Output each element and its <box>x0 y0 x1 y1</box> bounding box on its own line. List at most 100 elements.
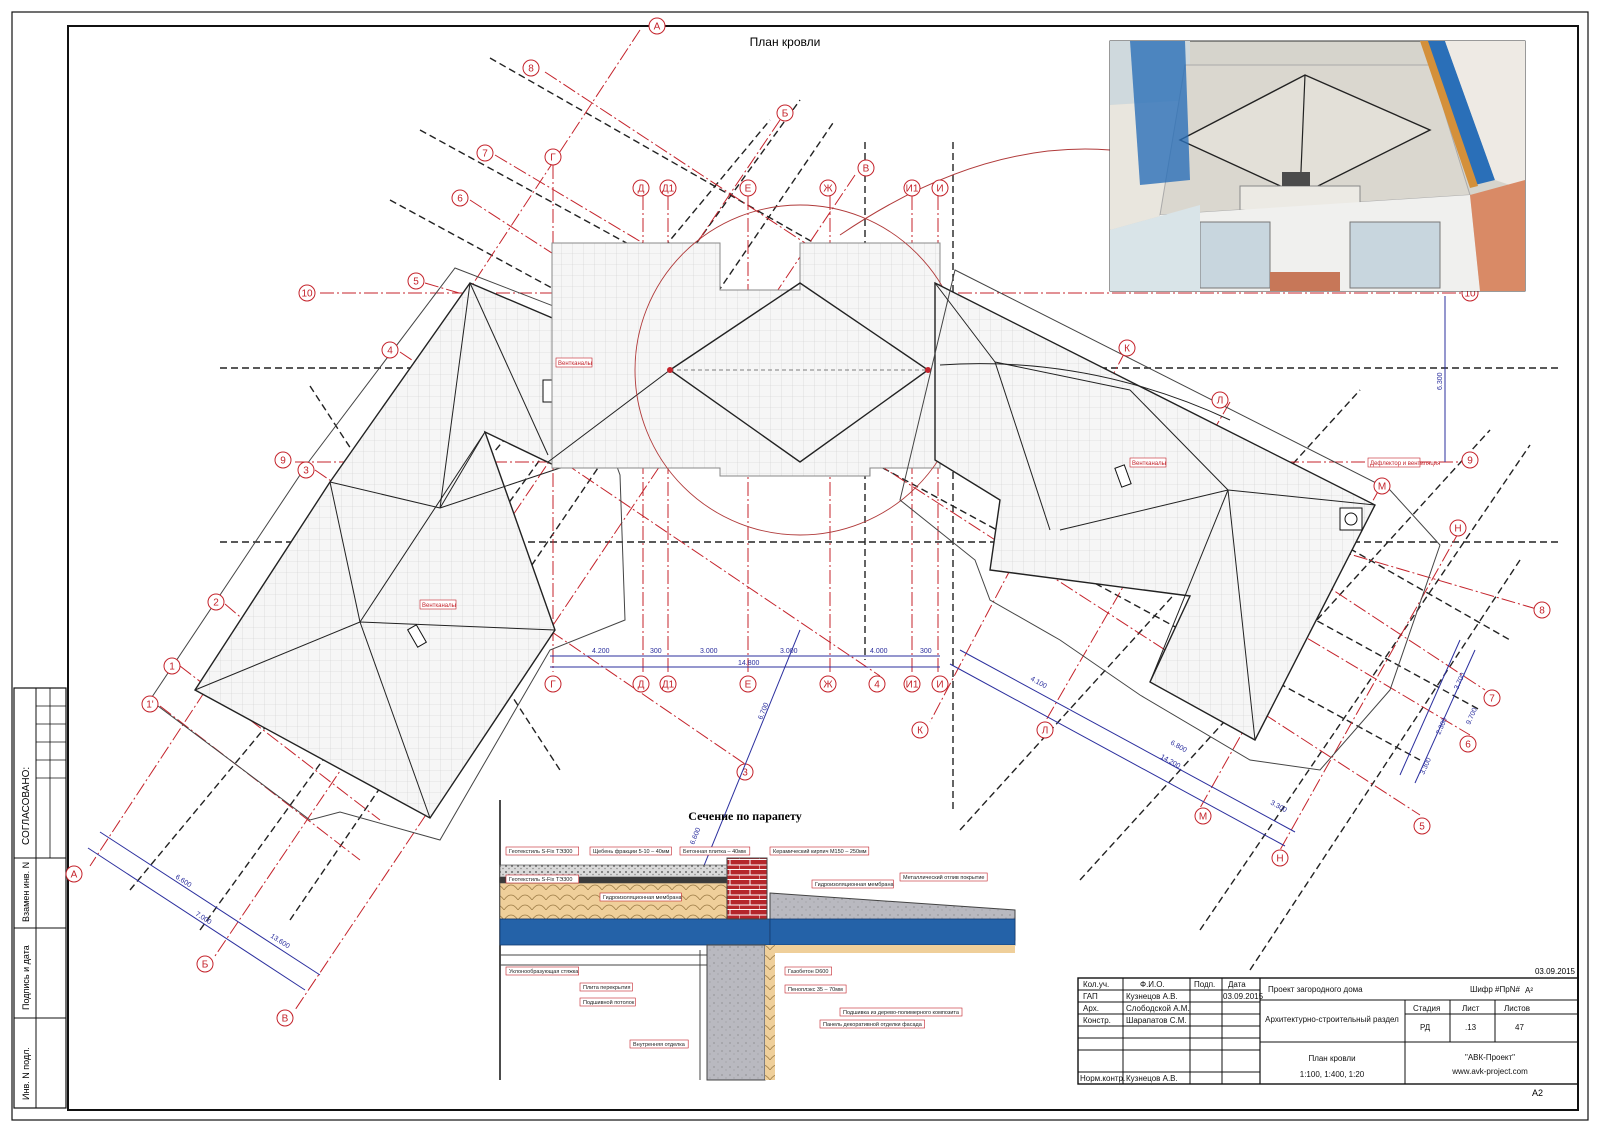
svg-text:Панель декоративной отделки фа: Панель декоративной отделки фасада <box>823 1021 923 1028</box>
drawing-frame <box>67 25 1579 1111</box>
dim-bottom-5: 300 <box>920 648 932 655</box>
vent-box-3 <box>1114 464 1132 488</box>
section-note-7: Гидроизоляционная мембрана <box>599 892 683 902</box>
tb-r5-name: Кузнецов А.В. <box>1126 1074 1178 1083</box>
svg-text:4: 4 <box>387 346 393 357</box>
svg-text:И: И <box>936 680 943 691</box>
axis-bubble-vertical_top-4: Д <box>632 179 650 197</box>
axis-bubble-vertical_bottom-3: Е <box>739 675 757 693</box>
title-block <box>1077 977 1579 1085</box>
svg-text:К: К <box>917 726 923 737</box>
vent-label-3: Вентканалы <box>1132 461 1166 467</box>
svg-text:Л: Л <box>1042 726 1049 737</box>
axis-bubble-left_diagonal-1: 7 <box>476 144 494 162</box>
svg-text:М: М <box>1199 812 1207 823</box>
axis-bubble-vertical_top-2: В <box>857 159 875 177</box>
render-inset <box>1109 40 1526 292</box>
roof-right-wing <box>899 269 1441 771</box>
svg-text:Е: Е <box>745 680 752 691</box>
svg-text:А: А <box>71 870 78 881</box>
svg-text:Г: Г <box>550 153 556 164</box>
dim-diag-mid: 6.700 <box>757 702 770 721</box>
axis-bubble-right_side-0: 8 <box>1533 601 1551 619</box>
svg-text:8: 8 <box>528 64 534 75</box>
axis-bubble-vertical_bottom-6: И <box>931 675 949 693</box>
tb-scale: 1:100, 1:400, 1:20 <box>1300 1070 1365 1079</box>
svg-text:7: 7 <box>1489 694 1495 705</box>
svg-text:Ж: Ж <box>823 680 833 691</box>
svg-text:И1: И1 <box>906 184 919 195</box>
axis-bubble-vertical_top-9: И <box>931 179 949 197</box>
axis-bubble-vertical_top-7: Ж <box>819 179 837 197</box>
svg-text:Д: Д <box>638 184 645 195</box>
svg-text:Внутренняя отделка: Внутренняя отделка <box>633 1042 686 1048</box>
dim-right-2: 3.300 <box>1269 800 1288 815</box>
svg-text:Керамический кирпич М150 – 250: Керамический кирпич М150 – 250мм <box>773 848 867 855</box>
tb-r0-date: 03.09.2015 <box>1223 992 1264 1001</box>
axis-bubble-left_diagonal-5: 3 <box>297 461 315 479</box>
svg-text:3: 3 <box>742 768 748 779</box>
tb-stage: РД <box>1420 1023 1431 1032</box>
svg-text:5: 5 <box>413 277 419 288</box>
section-note-5: Металлический отлив покрытие <box>899 872 988 882</box>
dim-right-0: 4.100 <box>1029 676 1048 691</box>
stamp-sign-date: Подпись и дата <box>21 945 31 1010</box>
svg-text:Ж: Ж <box>823 184 833 195</box>
svg-text:Подшивной потолок: Подшивной потолок <box>583 999 635 1006</box>
section-note-0: Геотекстиль S-Fix ТЭ300 <box>505 846 579 856</box>
svg-text:1: 1 <box>169 662 175 673</box>
section-note-8: Уклонообразующая стяжка <box>505 966 579 976</box>
axis-bubble-left_diagonal-3: 5 <box>407 272 425 290</box>
dim-side-2: 3.300 <box>1419 757 1433 776</box>
dim-right-vertical: 6.300 <box>1437 372 1444 390</box>
svg-text:10: 10 <box>1464 289 1476 300</box>
svg-text:Пеноплэкс 35 – 70мм: Пеноплэкс 35 – 70мм <box>788 987 843 993</box>
section-note-9: Плита перекрытия <box>579 982 633 992</box>
axis-bubble-left_bottom-0: А <box>65 865 83 883</box>
vent-box-2 <box>406 624 428 648</box>
axis-bubble-horizontal-1: 9 <box>1461 451 1479 469</box>
section-note-11: Газобетон D600 <box>784 966 832 976</box>
svg-text:2: 2 <box>213 598 219 609</box>
tb-r1-name: Слободской А.М. <box>1126 1004 1190 1013</box>
svg-text:Уклонообразующая стяжка: Уклонообразующая стяжка <box>509 969 579 975</box>
section-note-14: Панель декоративной отделки фасада <box>819 1019 925 1029</box>
axis-bubble-vertical_top-1: Б <box>776 104 794 122</box>
axis-bubble-left_diagonal-4: 4 <box>381 341 399 359</box>
tb-stage-label: Стадия <box>1413 1004 1440 1013</box>
section-note-6: Геотекстиль S-Fix ТЭ300 <box>505 874 579 884</box>
axis-bubble-horizontal-0: 10 <box>298 284 316 302</box>
deflector-label: Дефлектор и вентиляция <box>1370 461 1440 467</box>
tb-corner: А² <box>1525 986 1533 995</box>
svg-text:9: 9 <box>1467 456 1473 467</box>
section-note-4: Гидроизоляционная мембрана <box>811 879 895 889</box>
axis-bubble-vertical_top-5: Д1 <box>659 179 677 197</box>
tb-company: "АВК-Проект" <box>1465 1053 1515 1062</box>
vent-label-2: Вентканалы <box>422 603 456 609</box>
axis-bubble-left_diagonal-2: 6 <box>451 189 469 207</box>
stamp-replaced: Взамен инв. N <box>21 862 31 922</box>
axis-bubble-right_diagonal-3: Н <box>1449 519 1467 537</box>
dim-right-total: 14.200 <box>1159 754 1181 771</box>
svg-text:Д: Д <box>638 680 645 691</box>
svg-text:М: М <box>1378 482 1386 493</box>
svg-text:В: В <box>863 164 870 175</box>
svg-text:Л: Л <box>1217 396 1224 407</box>
tb-r2-role: Констр. <box>1083 1016 1111 1025</box>
tb-cipher: Шифр #ПрN# <box>1470 985 1520 994</box>
svg-text:Металлический отлив покрытие: Металлический отлив покрытие <box>903 874 984 881</box>
axis-bubble-right_bottom-2: М <box>1194 807 1212 825</box>
parapet-section: Сечение по парапету <box>499 800 1016 1081</box>
section-note-13: Подшивка из дерево-полимерного композита <box>839 1007 963 1017</box>
section-note-1: Щебень фракции 5-10 – 40мм <box>589 846 672 856</box>
left-stamp: СОГЛАСОВАНО: Взамен инв. N Подпись и дат… <box>13 687 67 1109</box>
svg-text:6: 6 <box>1465 740 1471 751</box>
svg-text:Геотекстиль S-Fix ТЭ300: Геотекстиль S-Fix ТЭ300 <box>509 849 572 855</box>
axis-bubble-right_side-1: 7 <box>1483 689 1501 707</box>
sheet-date: 03.09.2015 <box>1535 967 1576 976</box>
svg-text:Газобетон D600: Газобетон D600 <box>788 969 828 975</box>
tb-project: Проект загородного дома <box>1268 985 1363 994</box>
svg-text:10: 10 <box>301 289 313 300</box>
tb-r0-role: ГАП <box>1083 992 1098 1001</box>
